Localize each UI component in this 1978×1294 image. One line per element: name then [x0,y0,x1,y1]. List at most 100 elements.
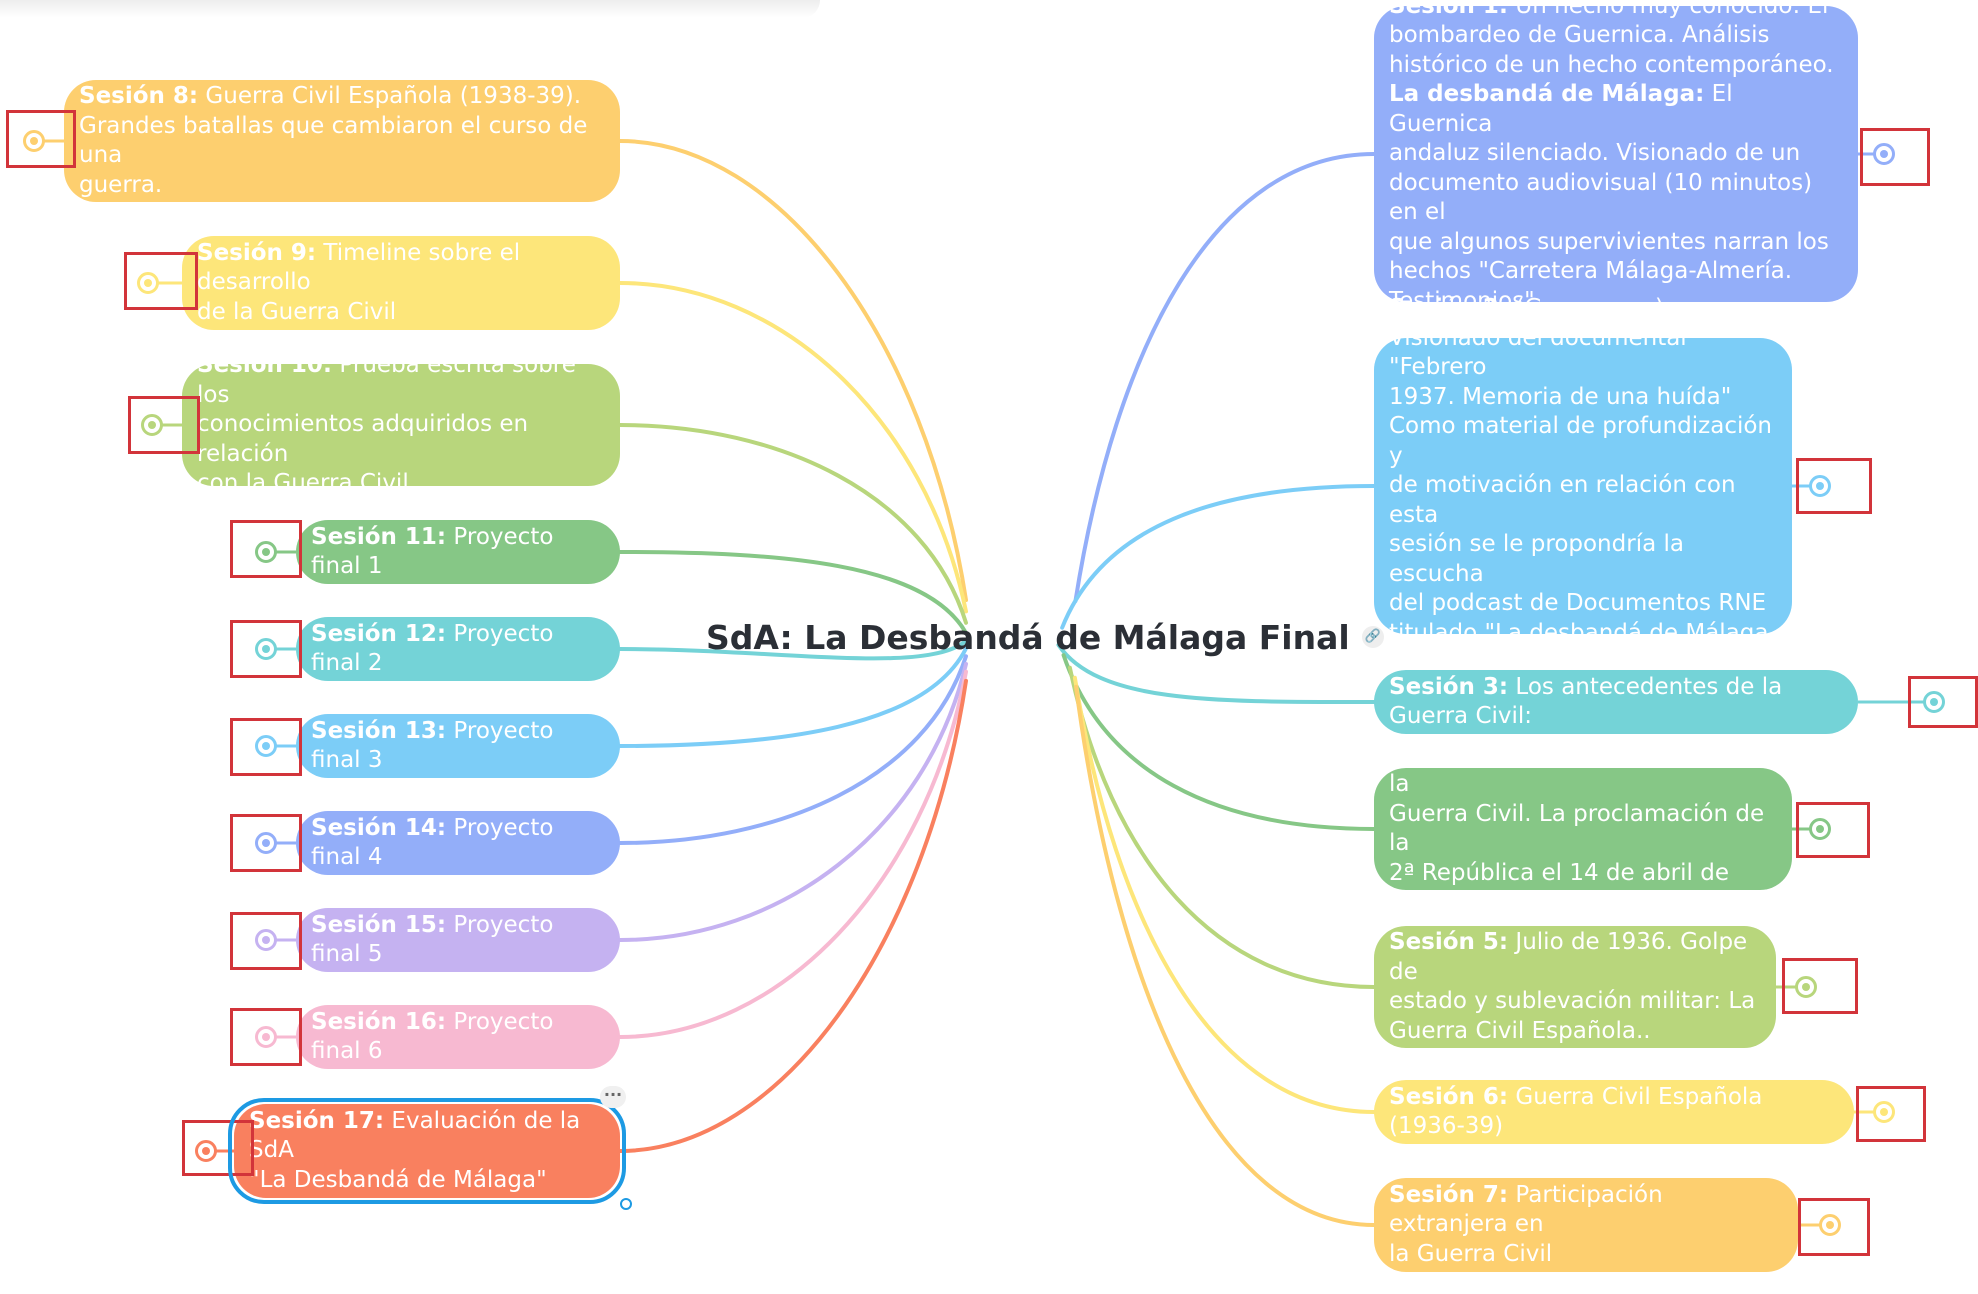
collapse-toggle-icon[interactable] [1923,691,1945,713]
topic-text: Sesión 5: Julio de 1936. Golpe de estado… [1389,928,1761,1046]
session-description: Proyecto final 5 [311,911,554,968]
session-label: Sesión 13: [311,717,447,744]
topic-text: Sesión 17: Evaluación de la SdA "La Desb… [249,1107,605,1196]
topic-s7[interactable]: Sesión 7: Participación extranjera en la… [1374,1178,1798,1272]
connector-s13 [618,646,968,748]
collapse-toggle-icon[interactable] [255,638,277,660]
highlight-marker [1860,128,1930,186]
connector-s6 [1072,675,1376,1114]
session-description: Los antecedentes de la Guerra Civil: [1389,673,1783,730]
topic-text: Sesión 13: Proyecto final 3 [311,717,605,776]
topic-text: Sesión 4: Los antecedentes de la Guerra … [1389,741,1777,918]
topic-s3[interactable]: Sesión 3: Los antecedentes de la Guerra … [1374,670,1858,734]
connector-s17 [618,678,968,1153]
session-description: Los antecedentes de la Guerra Civil. La … [1389,741,1765,916]
topic-s4[interactable]: Sesión 4: Los antecedentes de la Guerra … [1374,742,1792,915]
topic-s2[interactable]: Sesión 2: (Gran grupo) Visionado del doc… [1374,295,1792,675]
collapse-dot [1880,150,1888,158]
session-description: Guerra Civil Española (1936-39) [1389,1083,1763,1140]
selection-outline [228,1098,626,1204]
topic-s17[interactable]: Sesión 17: Evaluación de la SdA "La Desb… [234,1104,620,1198]
topic-text: Sesión 14: Proyecto final 4 [311,814,605,873]
session-label: Sesión 6: [1389,1083,1509,1110]
collapse-toggle-icon[interactable] [137,272,159,294]
session-label: Sesión 9: [197,239,317,266]
topic-s8[interactable]: Sesión 8: Guerra Civil Española (1938-39… [64,80,620,202]
collapse-dot [262,936,270,944]
session-label-secondary: La desbandá de Málaga: [1389,81,1705,108]
topic-s6[interactable]: Sesión 6: Guerra Civil Española (1936-39… [1374,1080,1854,1144]
highlight-marker [1796,458,1872,514]
topic-s1[interactable]: Sesión 1: Un hecho muy conocido: El bomb… [1374,0,1858,314]
central-topic-label: SdA: La Desbandá de Málaga Final [706,617,1350,657]
topic-s14[interactable]: Sesión 14: Proyecto final 4 [296,811,620,875]
highlight-marker [230,814,302,872]
topic-s13[interactable]: Sesión 13: Proyecto final 3 [296,714,620,778]
topic-text: Sesión 12: Proyecto final 2 [311,620,605,679]
central-topic[interactable]: SdA: La Desbandá de Málaga Final 🔗 [706,614,1384,660]
collapse-toggle-icon[interactable] [1809,475,1831,497]
session-description: Proyecto final 2 [311,620,554,677]
topic-s11[interactable]: Sesión 11: Proyecto final 1 [296,520,620,584]
topic-s5[interactable]: Sesión 5: Julio de 1936. Golpe de estado… [1374,926,1776,1048]
session-description: Un hecho muy conocido: El bombardeo de G… [1389,0,1834,78]
collapse-toggle-icon[interactable] [255,541,277,563]
highlight-marker [230,520,302,578]
topic-text: Sesión 15: Proyecto final 5 [311,911,605,970]
session-description: Julio de 1936. Golpe de estado y subleva… [1389,929,1756,1044]
highlight-marker [230,620,302,678]
highlight-marker [230,718,302,776]
connector-s7 [1074,684,1376,1227]
collapse-toggle-icon[interactable] [1795,976,1817,998]
session-description: (Gran grupo) Visionado del documental "F… [1389,295,1776,676]
collapse-toggle-icon[interactable] [1873,143,1895,165]
collapse-toggle-icon[interactable] [141,414,163,436]
topic-text: Sesión 2: (Gran grupo) Visionado del doc… [1389,294,1777,678]
topic-text: Sesión 3: Los antecedentes de la Guerra … [1389,673,1843,732]
collapse-toggle-icon[interactable] [1873,1101,1895,1123]
highlight-marker [1908,676,1978,728]
topic-text: Sesión 9: Timeline sobre el desarrollo d… [197,239,605,328]
collapse-toggle-icon[interactable] [195,1140,217,1162]
collapse-toggle-icon[interactable] [255,929,277,951]
session-label: Sesión 2: [1389,295,1509,322]
link-icon[interactable]: 🔗 [1361,626,1384,648]
topic-s16[interactable]: Sesión 16: Proyecto final 6 [296,1005,620,1069]
connector-s14 [618,654,968,845]
collapse-dot [262,839,270,847]
session-label: Sesión 10: [197,352,333,379]
session-description: Guerra Civil Española (1938-39). Grandes… [79,83,588,198]
session-description: Prueba escrita sobre los conocimientos a… [197,352,576,497]
collapse-toggle-icon[interactable] [255,735,277,757]
collapse-dot [1930,698,1938,706]
connector-s16 [618,669,968,1039]
topic-s15[interactable]: Sesión 15: Proyecto final 5 [296,908,620,972]
collapse-dot [30,137,38,145]
collapse-toggle-icon[interactable] [255,1026,277,1048]
collapse-toggle-icon[interactable] [255,832,277,854]
topic-s10[interactable]: Sesión 10: Prueba escrita sobre los cono… [182,352,620,496]
connector-s12 [618,638,968,661]
topic-s12[interactable]: Sesión 12: Proyecto final 2 [296,617,620,681]
toolbar-shadow [0,0,820,18]
collapse-dot [262,1033,270,1041]
highlight-marker [1798,1198,1870,1256]
session-description: Evaluación de la SdA "La Desbandá de Mál… [249,1107,581,1193]
collapse-dot [202,1147,210,1155]
connector-s2 [1060,484,1376,630]
connector-s4 [1061,653,1376,831]
collapse-toggle-icon[interactable] [23,130,45,152]
session-description: Proyecto final 1 [311,523,554,580]
resize-handle[interactable] [620,1198,632,1210]
topic-s9[interactable]: Sesión 9: Timeline sobre el desarrollo d… [182,236,620,330]
session-label: Sesión 16: [311,1008,447,1035]
session-label: Sesión 11: [311,523,447,550]
collapse-dot [1816,825,1824,833]
collapse-toggle-icon[interactable] [1809,818,1831,840]
session-label: Sesión 1: [1389,0,1509,19]
connector-s11 [618,550,968,635]
connector-s8 [618,139,968,603]
collapse-toggle-icon[interactable] [1819,1214,1841,1236]
more-options-icon[interactable]: ··· [600,1086,626,1108]
